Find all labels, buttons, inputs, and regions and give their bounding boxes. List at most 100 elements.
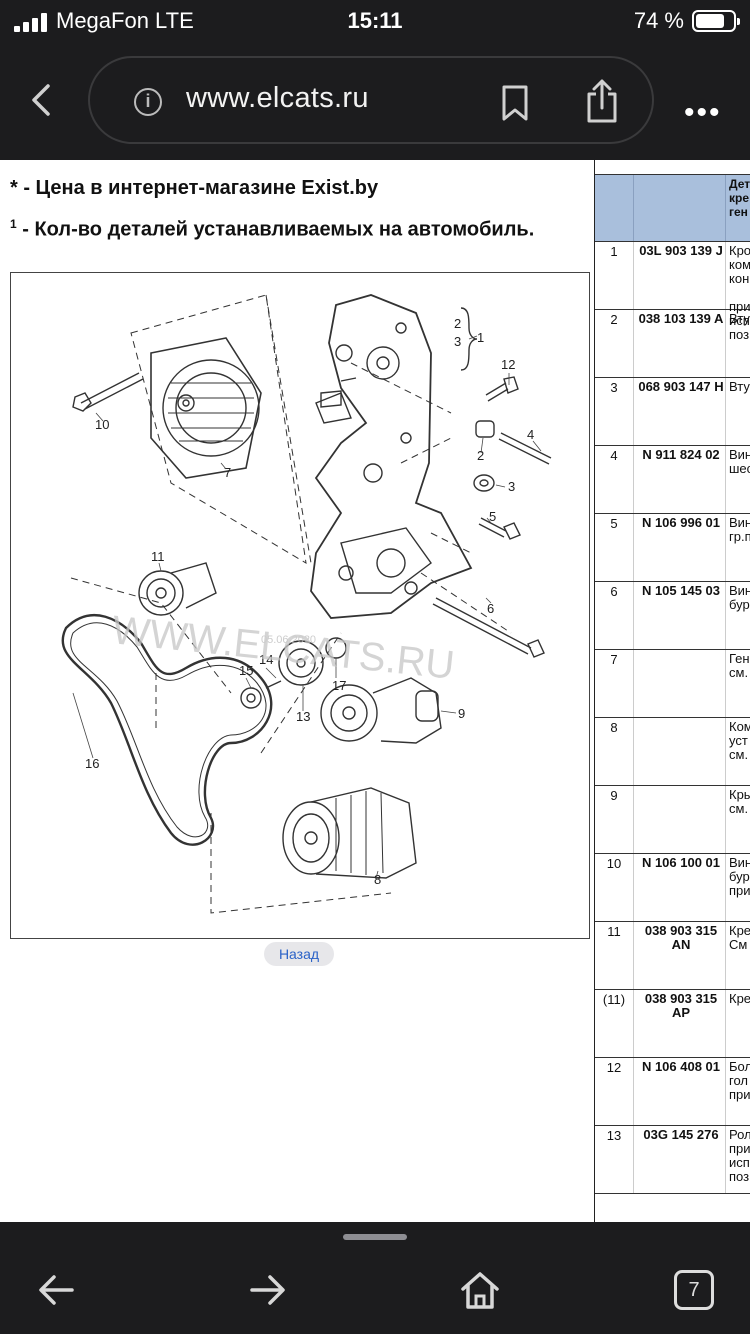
status-bar: MegaFon LTE 15:11 74 % (0, 0, 750, 44)
part-number[interactable]: N 106 100 01 (635, 856, 727, 870)
part-description: Комустсм. (729, 720, 750, 762)
description-line: при (729, 1087, 750, 1102)
share-icon[interactable] (584, 78, 620, 124)
description-line: См (729, 937, 748, 952)
svg-text:12: 12 (501, 357, 515, 372)
url-field[interactable]: i www.elcats.ru (88, 56, 654, 144)
browser-address-bar: i www.elcats.ru ••• (0, 44, 750, 160)
part-number[interactable]: N 911 824 02 (635, 448, 727, 462)
part-number[interactable]: N 106 996 01 (635, 516, 727, 530)
tabs-icon[interactable]: 7 (674, 1270, 714, 1310)
svg-text:10: 10 (95, 417, 109, 432)
description-line: уст (729, 733, 748, 748)
svg-text:6: 6 (487, 601, 494, 616)
svg-text:15: 15 (239, 663, 253, 678)
part-number[interactable]: N 106 408 01 (635, 1060, 727, 1074)
row-number: 9 (610, 788, 618, 803)
description-line: бур (729, 597, 750, 612)
part-number[interactable]: 068 903 147 H (635, 380, 727, 394)
qty-note: 1 - Кол-во деталей устанавливаемых на ав… (10, 212, 570, 242)
description-line: Вту (729, 379, 750, 394)
description-line: см. (729, 665, 749, 680)
header-line: кре (729, 191, 750, 205)
part-number-line: 068 903 147 H (638, 379, 724, 394)
chevron-left-icon[interactable] (22, 78, 62, 122)
description-line: поз (729, 327, 750, 342)
row-number: 3 (610, 380, 618, 395)
web-page: * - Цена в интернет-магазине Exist.by 1 … (0, 160, 750, 1222)
home-icon[interactable] (458, 1270, 502, 1310)
row-number: 2 (610, 312, 618, 327)
more-icon[interactable]: ••• (684, 96, 722, 129)
description-line: Вин (729, 515, 750, 530)
browser-toolbar: 7 (0, 1222, 750, 1334)
description-line: бур (729, 869, 750, 884)
row-number: 13 (606, 1128, 622, 1143)
part-number[interactable]: 03L 903 139 J (635, 244, 727, 258)
part-description: Вту (729, 312, 750, 326)
qty-note-text: - Кол-во деталей устанавливаемых на авто… (22, 218, 535, 241)
url-text[interactable]: www.elcats.ru (186, 82, 369, 114)
part-number-line: N 105 145 03 (641, 583, 721, 598)
description-line: исп (729, 1155, 750, 1170)
description-line: Кре (729, 991, 750, 1006)
svg-text:1: 1 (477, 330, 484, 345)
svg-text:4: 4 (527, 427, 534, 442)
battery-percent: 74 % (633, 8, 684, 33)
part-description: Виншес (729, 448, 750, 476)
svg-text:14: 14 (259, 652, 273, 667)
part-description: Крысм. (729, 788, 750, 816)
svg-text:7: 7 (224, 465, 231, 480)
row-number: 7 (610, 652, 618, 667)
part-number-line: 038 103 139 A (638, 311, 724, 326)
table-row[interactable]: 4N 911 824 02Виншес (595, 446, 750, 514)
svg-text:5: 5 (489, 509, 496, 524)
header-description: Дет кре ген (729, 177, 750, 219)
part-number[interactable]: N 105 145 03 (635, 584, 727, 598)
part-number[interactable]: 038 103 139 A (635, 312, 727, 326)
arrow-right-icon[interactable] (246, 1270, 290, 1310)
clock: 15:11 (347, 8, 403, 33)
table-row[interactable]: 9 Крысм. (595, 786, 750, 854)
row-number: 8 (610, 720, 618, 735)
part-number-line: 03L 903 139 J (639, 243, 723, 258)
description-line: Ком (729, 719, 750, 734)
description-line: гр.п (729, 529, 750, 544)
description-line: Вту (729, 311, 750, 326)
description-line: гол (729, 1073, 748, 1088)
back-link[interactable]: Назад (264, 942, 334, 966)
part-number-line: N 106 996 01 (641, 515, 721, 530)
description-line: Рол (729, 1127, 750, 1142)
row-number: 10 (606, 856, 622, 871)
description-line: поз (729, 1169, 750, 1184)
info-icon[interactable]: i (134, 88, 162, 116)
description-line: Бол (729, 1059, 750, 1074)
description-line: Кро (729, 243, 750, 258)
table-row[interactable]: 8 Комустсм. (595, 718, 750, 786)
arrow-left-icon[interactable] (34, 1270, 78, 1310)
header-line: Дет (729, 177, 750, 191)
svg-text:3: 3 (508, 479, 515, 494)
part-number[interactable]: 03G 145 276 (635, 1128, 727, 1142)
bookmark-icon[interactable] (500, 84, 530, 122)
grabber-handle[interactable] (343, 1234, 407, 1240)
